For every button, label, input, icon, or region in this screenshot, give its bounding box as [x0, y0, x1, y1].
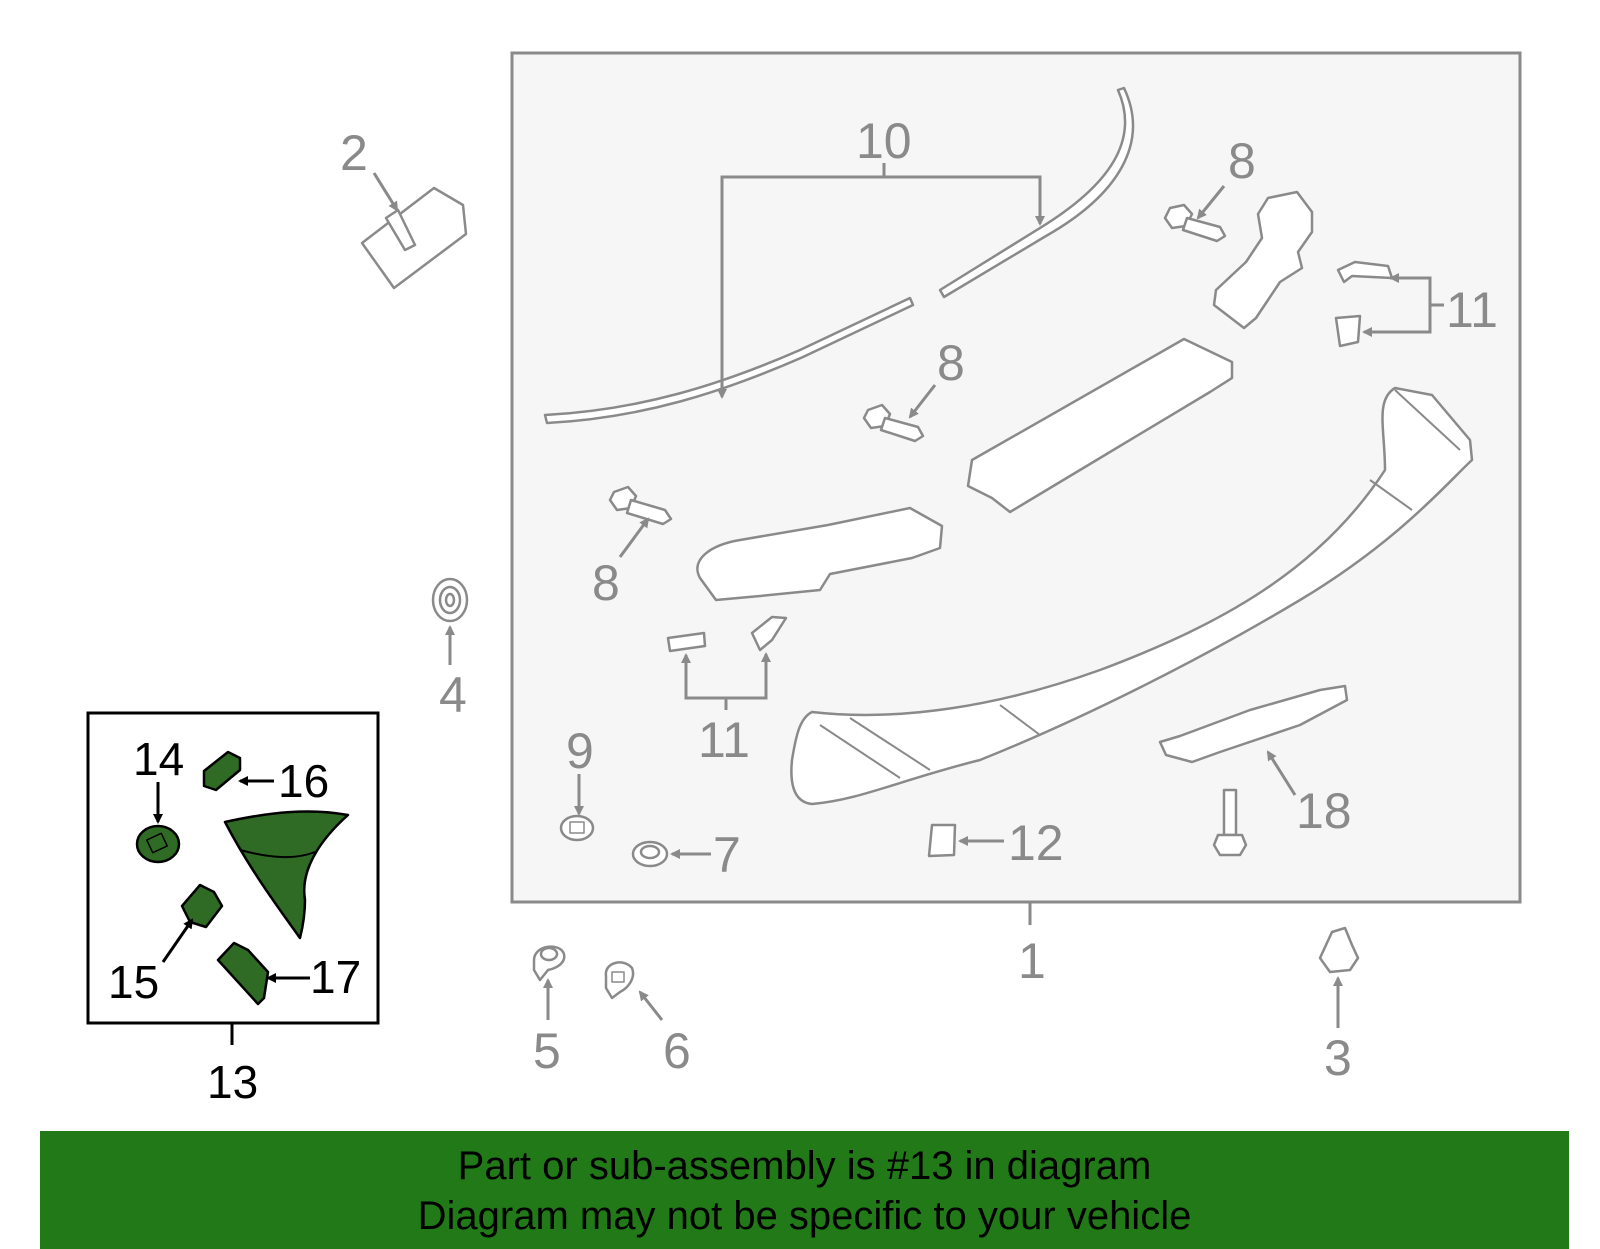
part-9-pad: [559, 814, 595, 842]
callout-14: 14: [133, 733, 184, 785]
part-17-block: [216, 941, 270, 1006]
callout-13: 13: [207, 1056, 258, 1108]
info-banner: Part or sub-assembly is #13 in diagram D…: [40, 1131, 1569, 1249]
callout-12: 12: [1008, 815, 1064, 871]
callout-1: 1: [1018, 933, 1046, 989]
center-bracket: [966, 337, 1234, 514]
part-4-grommet: [431, 577, 469, 623]
part-7-cap: [631, 840, 669, 868]
part-8-bolt-top: [1163, 203, 1227, 243]
part-2-bracket: [360, 186, 468, 290]
callout-15: 15: [108, 956, 159, 1008]
callout-5: 5: [533, 1023, 561, 1079]
callout-9: 9: [566, 723, 594, 779]
left-bracket: [696, 506, 944, 602]
part-16-pad: [202, 750, 242, 792]
callout-8-middle: 8: [937, 335, 965, 391]
part-12-tape: [927, 823, 957, 858]
callout-18: 18: [1296, 783, 1352, 839]
part-5-clip: [532, 945, 566, 982]
callout-7: 7: [713, 827, 741, 883]
part-11-clip-left-b: [750, 615, 788, 652]
callout-6: 6: [663, 1023, 691, 1079]
callout-3: 3: [1324, 1030, 1352, 1086]
callout-8-top: 8: [1228, 133, 1256, 189]
callout-10: 10: [856, 113, 912, 169]
banner-line-1: Part or sub-assembly is #13 in diagram: [457, 1144, 1152, 1188]
part-8-bolt-middle: [862, 403, 925, 443]
callout-17: 17: [310, 951, 361, 1003]
part-1-spoiler: [790, 386, 1474, 806]
banner-line-2: Diagram may not be specific to your vehi…: [417, 1194, 1192, 1238]
callout-11-left: 11: [698, 712, 750, 768]
part-screw-inside: [1212, 788, 1248, 857]
part-8-bolt-lower: [608, 485, 673, 526]
part-10-molding: [543, 86, 1135, 425]
callout-11-right: 11: [1446, 282, 1498, 338]
part-6-clip: [604, 961, 635, 1000]
callout-2: 2: [340, 125, 368, 181]
part-13-trim: [223, 810, 350, 940]
callout-16: 16: [278, 755, 329, 807]
part-11-clip-right-b: [1334, 314, 1362, 348]
part-3-fastener: [1318, 926, 1360, 974]
callout-4: 4: [439, 667, 467, 723]
callout-8-lower: 8: [592, 555, 620, 611]
part-18-strip: [1158, 684, 1349, 764]
part-11-clip-left-a: [666, 631, 707, 653]
right-side-bracket: [1212, 190, 1314, 330]
part-14-grommet: [135, 824, 181, 864]
